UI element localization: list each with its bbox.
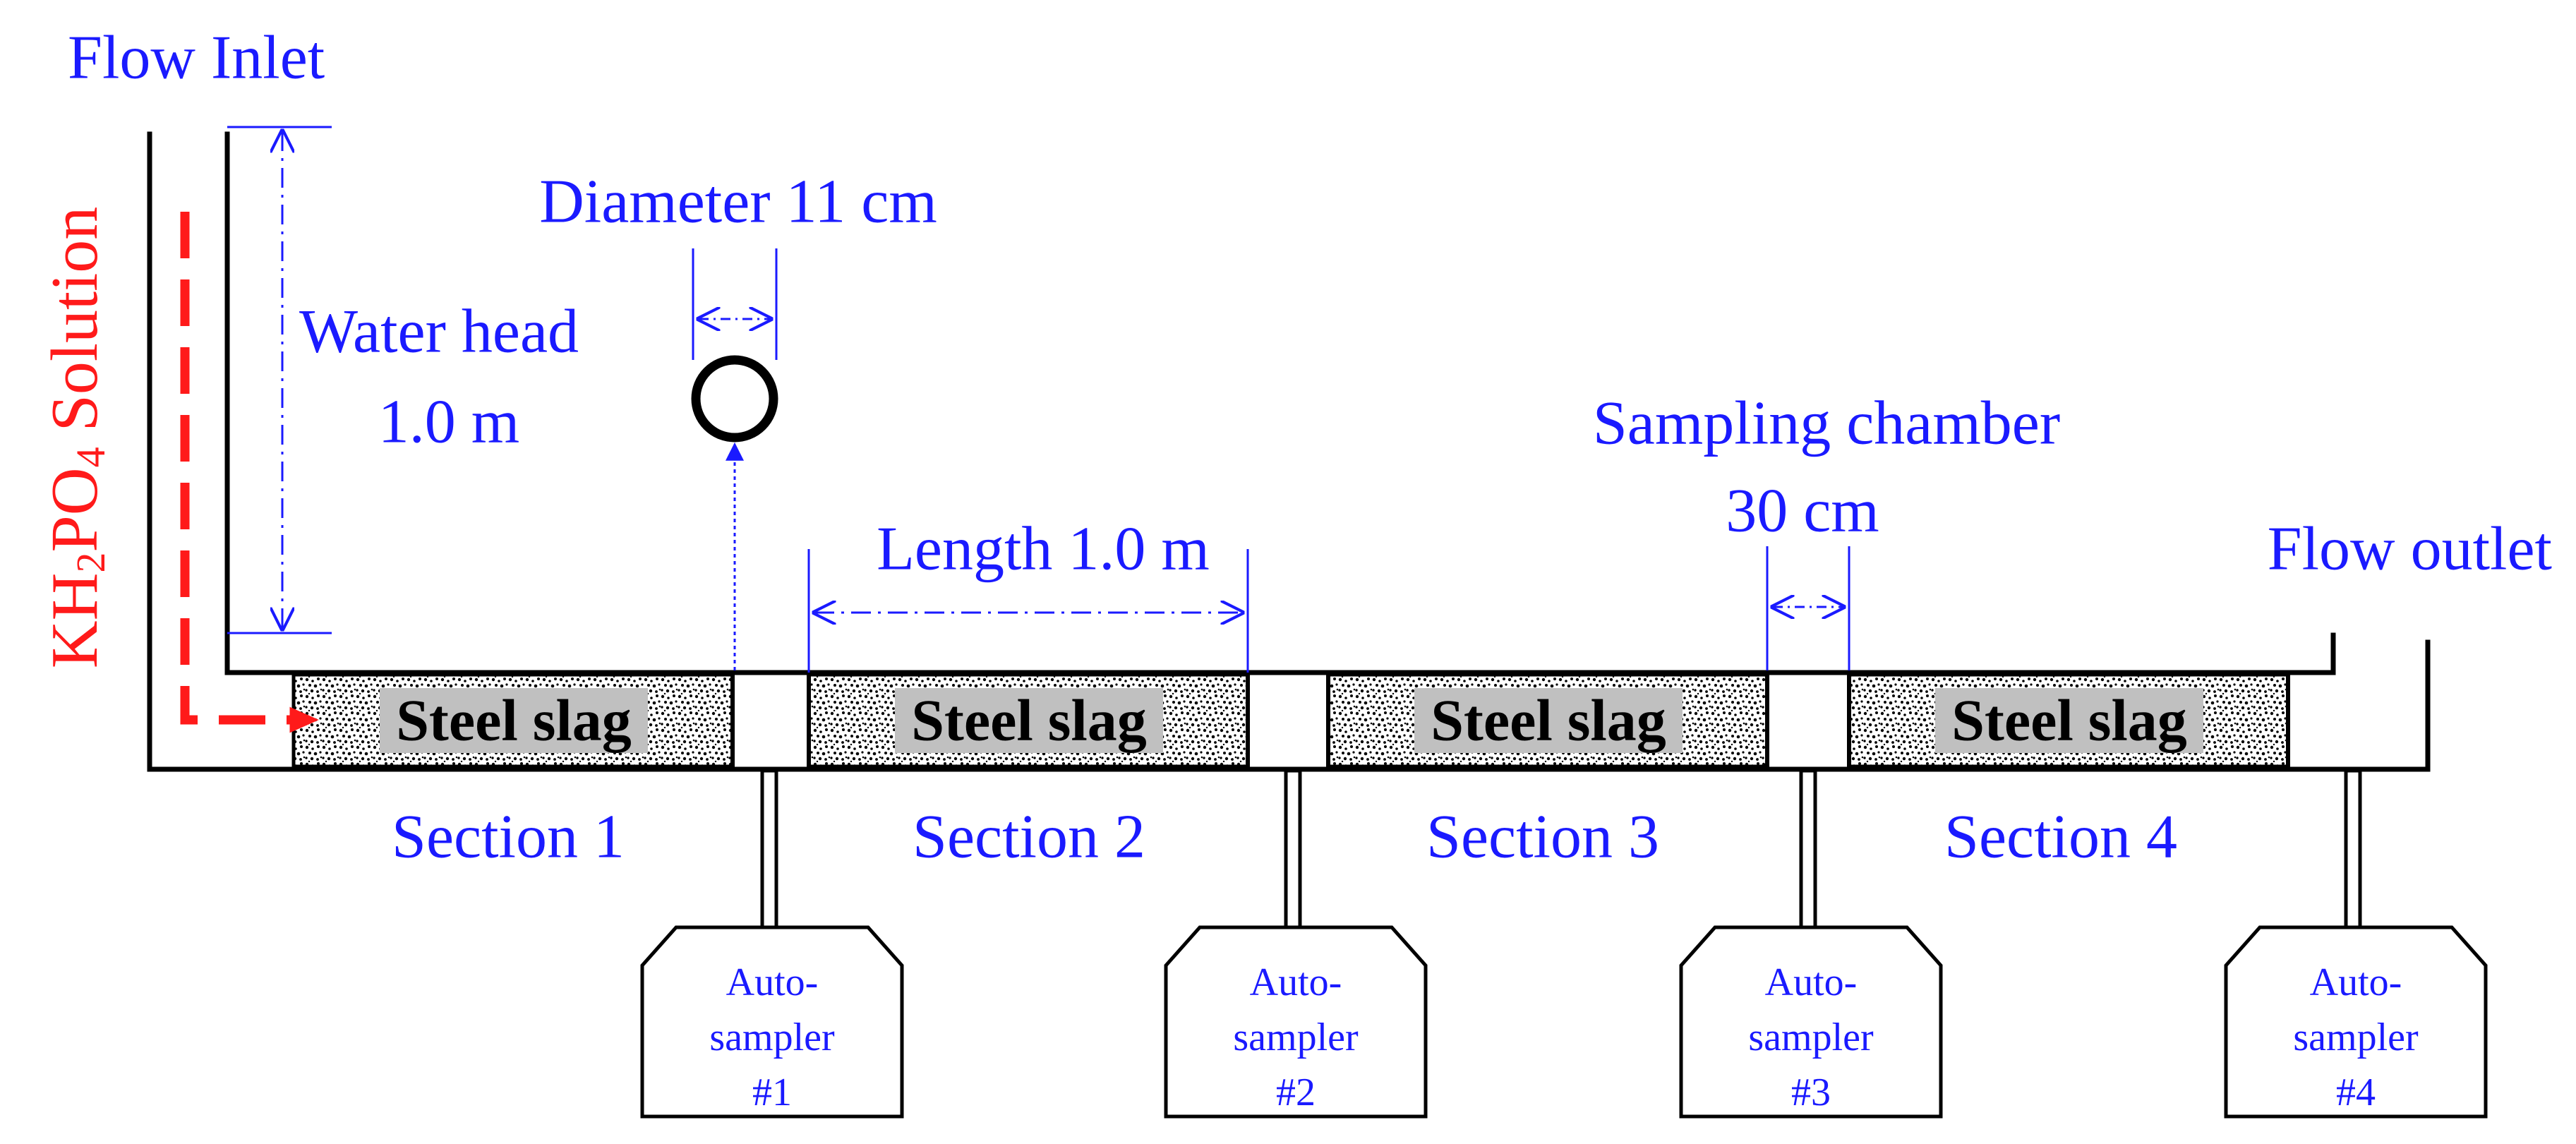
sampler-pipe	[760, 769, 778, 929]
flow-direction-arrow	[180, 212, 319, 733]
diameter-dimension	[692, 248, 778, 360]
water-head-dimension	[227, 126, 332, 634]
sampler-label-line1: Auto-	[2310, 961, 2402, 1004]
channel-top-wall	[224, 131, 2336, 675]
sampler-pipe	[1799, 769, 1817, 929]
solution-formula-kh: KH	[38, 573, 112, 669]
solution-label: KH2PO4 Solution	[38, 207, 114, 669]
steel-slag-label: Steel slag	[396, 688, 632, 754]
steel-slag-label: Steel slag	[911, 688, 1147, 754]
sampler-label-line2: sampler	[2293, 1016, 2419, 1059]
sampler-label-line3: #4	[2336, 1071, 2376, 1114]
sampler-label-line2: sampler	[1233, 1016, 1359, 1059]
section-label-3: Section 3	[1426, 803, 1659, 872]
steel-slag-block-1: Steel slag	[291, 673, 735, 769]
water-head-label-line1: Water head	[299, 298, 579, 366]
length-dimension	[807, 549, 1249, 673]
autosampler-2: Auto- sampler #2	[1164, 769, 1428, 1119]
length-label: Length 1.0 m	[877, 515, 1210, 584]
chamber-walls	[730, 673, 2290, 769]
sampler-label-line2: sampler	[1748, 1016, 1874, 1059]
water-head-label-line2: 1.0 m	[378, 388, 519, 457]
sampler-label-line3: #3	[1791, 1071, 1831, 1114]
sampler-label-line1: Auto-	[726, 961, 819, 1004]
sampler-label-line1: Auto-	[1250, 961, 1342, 1004]
section-label-1: Section 1	[392, 803, 625, 872]
steel-slag-label: Steel slag	[1951, 688, 2187, 754]
flow-inlet-label: Flow Inlet	[68, 24, 325, 92]
steel-slag-block-3: Steel slag	[1326, 673, 1769, 769]
autosampler-1: Auto- sampler #1	[640, 769, 904, 1119]
steel-slag-label: Steel slag	[1431, 688, 1666, 754]
sampler-box	[1164, 925, 1428, 1119]
sampler-pipe	[1284, 769, 1302, 929]
sampler-label-line1: Auto-	[1765, 961, 1858, 1004]
sampler-label-line3: #1	[752, 1071, 792, 1114]
solution-formula-h-subscript: 2	[68, 553, 114, 573]
steel-slag-block-2: Steel slag	[807, 673, 1250, 769]
diameter-label: Diameter 11 cm	[539, 168, 937, 236]
solution-formula-o-subscript: 4	[68, 447, 114, 467]
sampler-box	[2224, 925, 2488, 1119]
autosampler-3: Auto- sampler #3	[1679, 769, 1943, 1119]
section-label-4: Section 4	[1944, 803, 2177, 872]
solution-word: Solution	[38, 207, 112, 432]
sampler-pipe	[2344, 769, 2362, 929]
pipe-cross-section	[691, 355, 778, 442]
sampler-box	[640, 925, 904, 1119]
sampler-label-line2: sampler	[709, 1016, 835, 1059]
flow-outlet-label: Flow outlet	[2268, 515, 2552, 584]
sampler-label-line3: #2	[1276, 1071, 1316, 1114]
sampler-box	[1679, 925, 1943, 1119]
section-label-2: Section 2	[913, 803, 1145, 872]
autosampler-4: Auto- sampler #4	[2224, 769, 2488, 1119]
steel-slag-block-4: Steel slag	[1847, 673, 2290, 769]
sampling-chamber-label-line1: Sampling chamber	[1593, 390, 2060, 458]
solution-formula-po: PO	[38, 467, 112, 552]
sampling-chamber-dimension	[1766, 546, 1850, 670]
sampling-chamber-label-line2: 30 cm	[1726, 477, 1879, 546]
